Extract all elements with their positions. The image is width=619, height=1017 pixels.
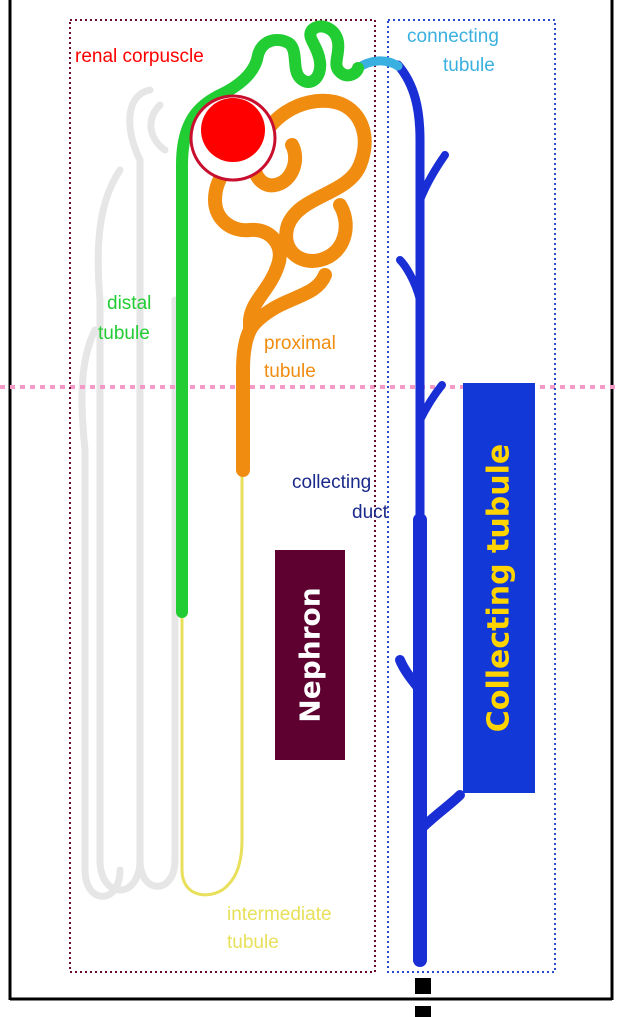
renal-corpuscle-glomerulus	[201, 98, 265, 162]
collecting-tubule-badge	[463, 383, 535, 793]
proximal-tubule-label-line2: tubule	[264, 361, 316, 382]
connecting-tubule-label-line1: connecting	[407, 26, 499, 47]
collecting-duct-label-line1: collecting	[292, 472, 371, 493]
connector-square-bottom	[415, 1006, 431, 1017]
collecting-duct-label-line2: duct	[352, 502, 389, 523]
nephron-badge-label: Nephron	[294, 587, 327, 722]
intermediate-tubule-label-line1: intermediate	[227, 904, 332, 925]
intermediate-tubule-label-line2: tubule	[227, 932, 279, 953]
connecting-tubule	[353, 56, 403, 73]
connector-square-top	[415, 978, 431, 994]
nephron-region-box	[69, 19, 376, 973]
renal-corpuscle-label: renal corpuscle	[75, 46, 204, 67]
ghost-nephron-outlines	[78, 86, 179, 900]
collecting-duct	[393, 60, 465, 967]
connecting-tubule-label-line2: tubule	[443, 55, 495, 76]
distal-tubule	[176, 20, 364, 618]
nephron-badge	[275, 550, 345, 760]
proximal-tubule	[208, 93, 372, 477]
proximal-tubule-label-line1: proximal	[264, 333, 336, 354]
distal-tubule-label-line2: tubule	[98, 323, 150, 344]
distal-tubule-label-line1: distal	[107, 293, 151, 314]
collecting-region-box	[387, 19, 556, 973]
collecting-tubule-badge-label: Collecting tubule	[482, 444, 517, 732]
intermediate-tubule	[180, 470, 244, 897]
